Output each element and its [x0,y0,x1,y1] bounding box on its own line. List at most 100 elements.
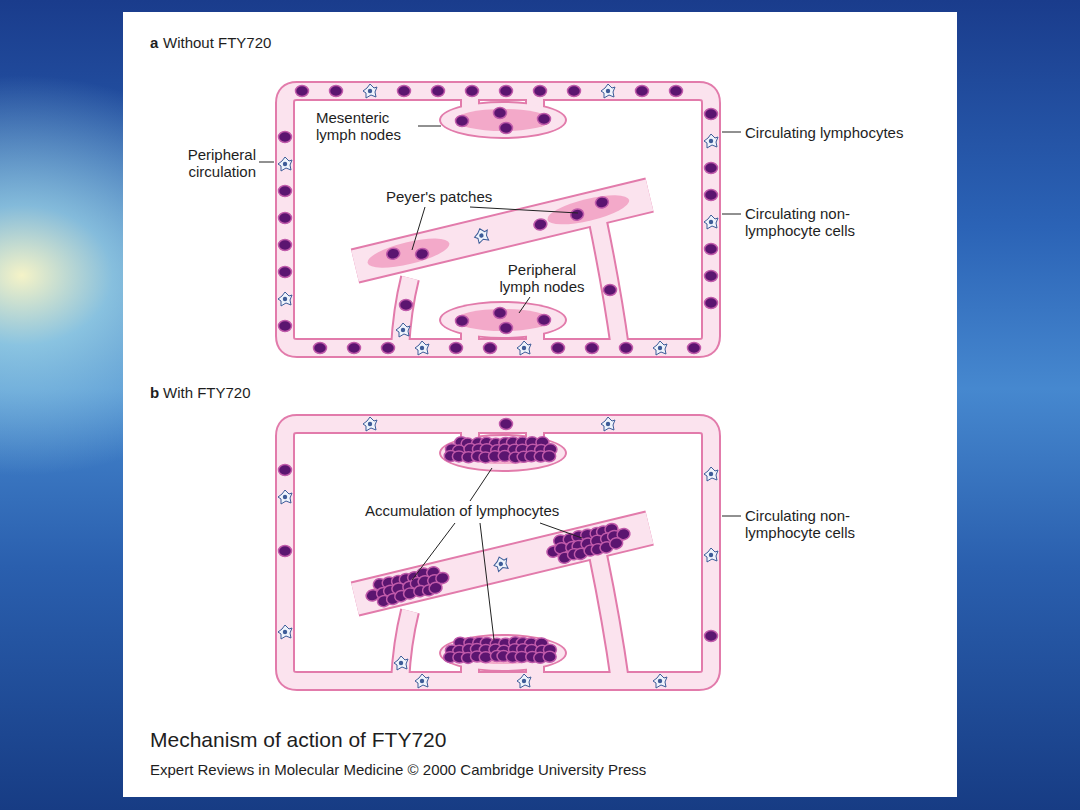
cell-membrane [704,134,718,148]
cell-nucleus [420,679,424,683]
panel-heading: With FTY720 [163,384,251,401]
panel-letter: b [150,384,159,401]
lymph-node [439,634,567,672]
non-lymphocyte-cell [415,674,429,688]
non-lymphocyte-cell [704,467,718,481]
cell-membrane [278,490,292,504]
cell-nucleus [368,89,372,93]
lymphocyte [494,108,507,119]
cell-nucleus [522,346,526,350]
leader-line [480,523,494,640]
non-lymphocyte-cell [363,84,377,98]
lymphocyte [400,300,413,311]
lymphocyte [456,116,469,127]
lymphocyte [538,114,551,125]
cell-membrane [653,341,667,355]
lymphocyte [533,218,548,232]
lymphocyte [428,581,443,595]
node-core [455,442,551,464]
cell-nucleus [658,346,662,350]
part-label: Peyer's patches [386,188,492,205]
cell-membrane [396,323,410,337]
panel-without-drug [278,84,718,355]
vessel [400,611,410,681]
part-label: Accumulation of lymphocytes [365,502,559,519]
leader-line [722,214,741,215]
vessel [400,278,410,348]
non-lymphocyte-cell [473,227,490,244]
leader-line [470,468,492,501]
leader-line [519,297,530,313]
non-lymphocyte-cell [704,134,718,148]
non-lymphocyte-cell [517,341,531,355]
leader-line [722,132,741,133]
cell-membrane [704,548,718,562]
cell-nucleus [498,561,503,566]
lymphocyte [386,247,401,261]
cell-nucleus [522,679,526,683]
lymphocyte [543,451,556,462]
lymphocyte [568,86,581,97]
lymph-node [439,434,567,472]
cell-nucleus [283,162,287,166]
leader-line [412,523,455,580]
non-lymphocyte-cell [653,341,667,355]
cell-membrane [415,341,429,355]
non-lymphocyte-cell [278,490,292,504]
leader-line [540,523,582,538]
non-lymphocyte-cell [601,84,615,98]
vessel [400,611,410,681]
vessel [598,222,620,348]
lymph-node [441,436,565,470]
lymph-node [441,636,565,670]
cell-nucleus [283,630,287,634]
leader-line [722,516,741,517]
lymphocyte [456,316,469,327]
cell-nucleus [283,297,287,301]
lymphocyte [552,343,565,354]
lymphocyte [494,308,507,319]
cell-nucleus [606,89,610,93]
vessel [285,91,711,348]
leader-line [259,162,274,163]
cell-nucleus [368,422,372,426]
panel-letter: a [150,34,158,51]
vessel [400,278,410,348]
cell-membrane [704,467,718,481]
lymphocyte [705,190,718,201]
lymphocyte [414,247,429,261]
lymphocyte [330,86,343,97]
lymphocyte [609,536,624,550]
vessel [598,555,620,681]
lymphocyte [604,285,617,296]
lymphocyte [279,186,292,197]
leader-line [470,207,578,213]
lymphocyte [636,86,649,97]
lymphocyte [670,86,683,97]
vessel [598,222,620,348]
lymph-node [439,101,567,139]
cell-membrane [278,625,292,639]
cell-nucleus [709,220,713,224]
vessel [285,91,711,348]
lymphocyte [570,208,585,222]
cell-membrane [415,674,429,688]
non-lymphocyte-cell [363,417,377,431]
lymphocyte [279,213,292,224]
cell-membrane [517,341,531,355]
vessel [285,424,711,681]
cell-membrane [653,674,667,688]
lymphocyte [500,323,513,334]
vessel [598,555,620,681]
cell-nucleus [709,472,713,476]
part-label: Peripheral circulation [156,146,256,180]
lymphocyte [538,315,551,326]
cell-membrane [492,555,509,572]
non-lymphocyte-cell [601,417,615,431]
lymphocyte [705,163,718,174]
cell-nucleus [283,495,287,499]
cell-nucleus [401,328,405,332]
lymphocyte [705,271,718,282]
